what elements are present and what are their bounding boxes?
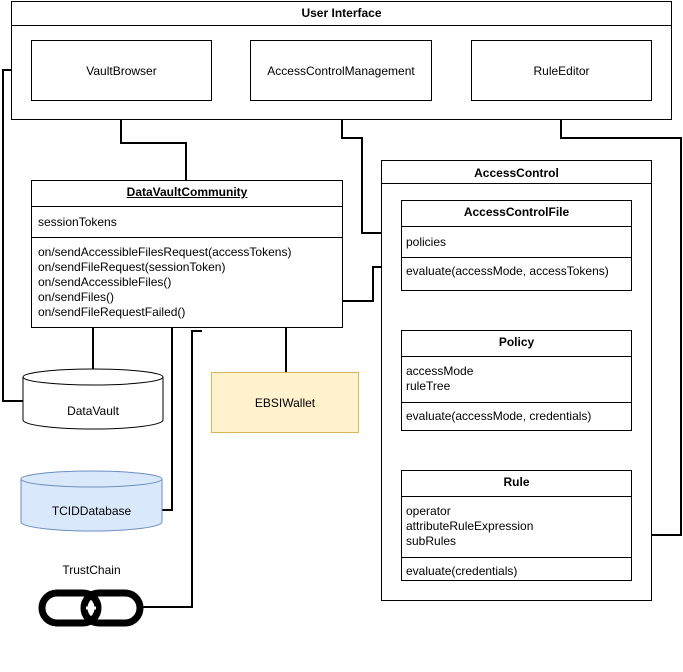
access-control-management-label: AccessControlManagement xyxy=(267,63,415,78)
vault-browser-label: VaultBrowser xyxy=(86,63,157,78)
rule-attribute: attributeRuleExpression xyxy=(406,519,534,533)
line-ruleeditor-rule xyxy=(560,100,682,536)
policy-attribute: accessMode xyxy=(406,364,474,378)
rule-attribute: subRules xyxy=(406,534,457,548)
rule-attribute: operator xyxy=(406,504,451,518)
policy-title: Policy xyxy=(498,335,535,349)
rule-editor-label: RuleEditor xyxy=(533,63,590,78)
vault-browser-box[interactable]: VaultBrowser xyxy=(31,40,212,101)
data-vault-community-method: on/sendFileRequestFailed() xyxy=(38,305,186,319)
rule-class[interactable]: Rule operator attributeRuleExpression su… xyxy=(401,470,632,581)
policy-method: evaluate(accessMode, credentials) xyxy=(406,409,592,423)
trust-chain-node[interactable] xyxy=(38,588,144,628)
access-control-file-title: AccessControlFile xyxy=(463,205,570,219)
data-vault-cylinder[interactable]: DataVault xyxy=(22,368,164,430)
line-dvc-trustchain xyxy=(143,330,202,608)
line-dvc-tciddatabase xyxy=(162,327,173,511)
trust-chain-label: TrustChain xyxy=(62,563,121,577)
user-interface-title: User Interface xyxy=(301,6,382,20)
data-vault-community-attribute: sessionTokens xyxy=(38,215,117,229)
line-acm-acfile xyxy=(341,100,401,234)
ebsi-wallet-box[interactable]: EBSIWallet xyxy=(211,372,359,433)
access-control-title: AccessControl xyxy=(474,166,559,180)
access-control-file-attribute: policies xyxy=(406,235,447,249)
database-icon xyxy=(22,368,164,430)
data-vault-community-method: on/sendFiles() xyxy=(38,290,115,304)
rule-title: Rule xyxy=(503,475,530,489)
access-control-file-class[interactable]: AccessControlFile policies evaluate(acce… xyxy=(401,200,632,291)
data-vault-community-class[interactable]: DataVaultCommunity sessionTokens on/send… xyxy=(31,180,343,328)
data-vault-label: DataVault xyxy=(67,404,119,418)
data-vault-community-method: on/sendFileRequest(sessionToken) xyxy=(38,260,226,274)
data-vault-community-method: on/sendAccessibleFilesRequest(accessToke… xyxy=(38,245,292,259)
data-vault-community-title: DataVaultCommunity xyxy=(126,185,248,199)
access-control-management-box[interactable]: AccessControlManagement xyxy=(250,40,432,101)
rule-method: evaluate(credentials) xyxy=(406,564,518,578)
rule-editor-box[interactable]: RuleEditor xyxy=(471,40,652,101)
line-vaultbrowser-dvc xyxy=(120,100,187,181)
access-control-file-method: evaluate(accessMode, accessTokens) xyxy=(406,264,609,278)
data-vault-community-method: on/sendAccessibleFiles() xyxy=(38,275,172,289)
policy-class[interactable]: Policy accessMode ruleTree evaluate(acce… xyxy=(401,330,632,431)
ebsi-wallet-label: EBSIWallet xyxy=(254,395,316,410)
policy-attribute: ruleTree xyxy=(406,379,451,393)
tcid-database-label: TCIDDatabase xyxy=(51,504,132,518)
tcid-database-cylinder[interactable]: TCIDDatabase xyxy=(20,470,163,532)
chain-link-icon xyxy=(38,589,144,627)
database-icon xyxy=(20,470,163,532)
